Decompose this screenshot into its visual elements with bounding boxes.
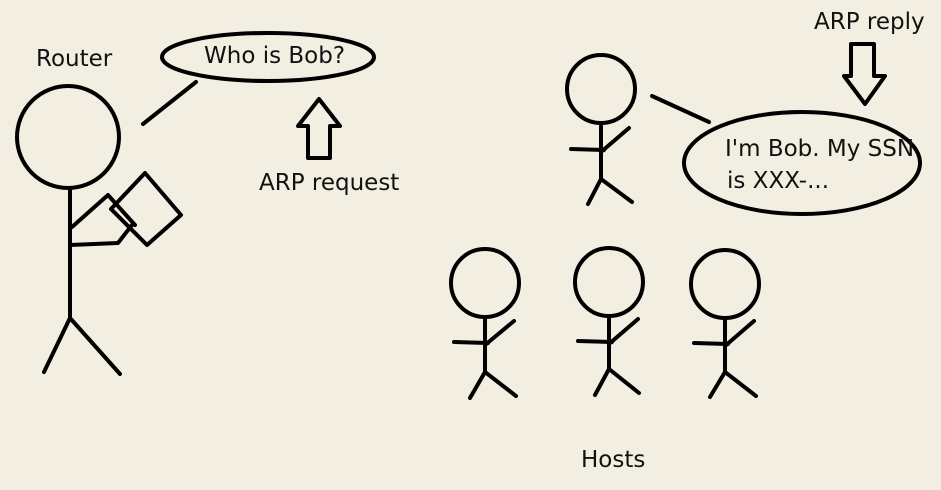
router-left-leg [42, 316, 72, 374]
request-up-arrow [296, 97, 342, 160]
router-upper-arm [70, 193, 137, 229]
arp-reply-label: ARP reply [814, 9, 925, 35]
host-figure-2 [573, 246, 645, 397]
host-1-left-leg [468, 370, 487, 400]
reply-down-arrow [842, 42, 887, 106]
host-3-left-leg [708, 370, 727, 399]
host-1-arm-diagonal [483, 319, 516, 347]
host-2-right-leg [607, 367, 641, 395]
host-1-right-leg [483, 370, 518, 398]
router-head [15, 84, 121, 190]
host-2-arm-horizontal [576, 339, 614, 344]
router-sign [109, 171, 183, 247]
reply-bubble [650, 94, 922, 216]
request-bubble-outline [160, 31, 376, 83]
bob-figure [565, 53, 637, 206]
router-lower-arm [68, 223, 134, 247]
bob-head [565, 53, 637, 125]
host-1-arm-horizontal [452, 340, 490, 345]
host-3-arm-horizontal [692, 341, 730, 346]
bob-left-leg [586, 177, 603, 206]
request-bubble-text: Who is Bob? [204, 43, 346, 69]
router-figure [15, 84, 183, 376]
host-figure-1 [449, 247, 521, 400]
bob-arm-diagonal [599, 126, 631, 154]
request-bubble [141, 31, 376, 126]
host-2-left-leg [593, 367, 611, 397]
reply-bubble-tail [650, 94, 711, 124]
reply-bubble-text-line2: is XXX-... [727, 168, 830, 194]
host-1-head [449, 247, 521, 319]
reply-bubble-text-line1: I'm Bob. My SSN [725, 136, 915, 162]
hosts-label: Hosts [581, 447, 646, 473]
router-label: Router [36, 46, 113, 72]
host-2-arm-diagonal [607, 317, 640, 346]
bob-arm-horizontal [569, 147, 606, 152]
reply-bubble-outline [682, 110, 922, 216]
host-3-head [689, 248, 761, 320]
bob-right-leg [599, 177, 634, 204]
host-3-arm-diagonal [723, 319, 756, 348]
host-3-right-leg [723, 370, 758, 398]
arp-request-label: ARP request [259, 170, 400, 196]
host-figure-3 [689, 248, 761, 399]
request-bubble-tail [141, 80, 198, 126]
host-2-head [573, 246, 645, 318]
router-right-leg [68, 316, 122, 376]
